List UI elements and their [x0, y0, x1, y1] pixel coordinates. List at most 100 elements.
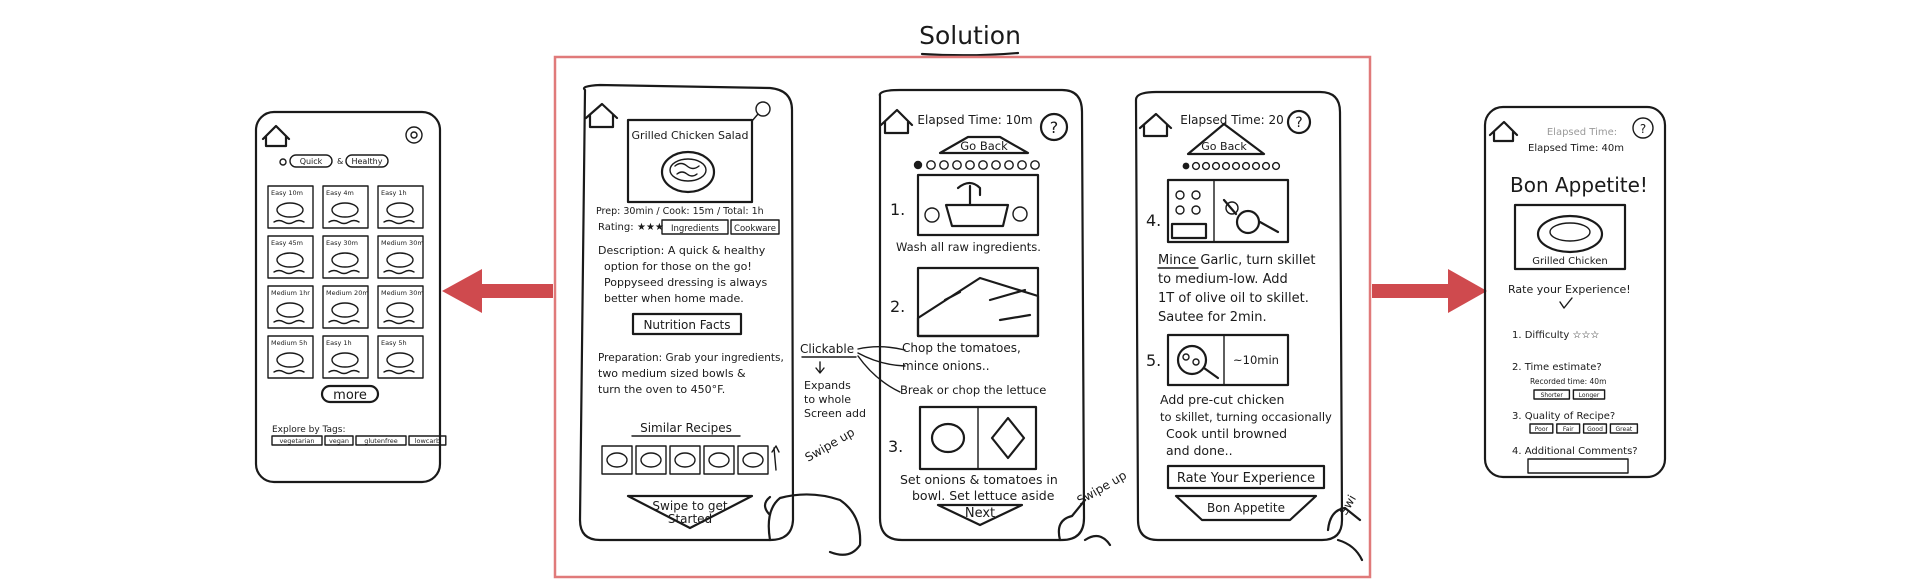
similar-recipes-title: Similar Recipes [640, 421, 732, 435]
search-icon[interactable] [751, 101, 771, 122]
home-icon[interactable] [879, 108, 914, 135]
recipe-card[interactable]: Medium 30m [377, 235, 424, 279]
recipe-card[interactable]: Easy 30m [322, 235, 369, 279]
recipe-card[interactable]: Medium 1hr [267, 285, 314, 329]
home-icon[interactable] [261, 124, 291, 148]
go-back-button[interactable] [1186, 122, 1266, 156]
answer-option[interactable]: Poor [1529, 423, 1554, 434]
explore-tag-chip[interactable]: glutenfree [355, 435, 407, 446]
progress-dot [952, 160, 962, 170]
next-button[interactable] [936, 503, 1024, 527]
svg-text:?: ? [1640, 122, 1646, 136]
scroll-arrow-icon [771, 445, 780, 471]
recipe-card[interactable]: Easy 1h [322, 335, 369, 379]
answer-option[interactable]: Fair [1556, 423, 1581, 434]
phone-steps-1: Elapsed Time: 10m ? Go Back 1. Wash all … [878, 88, 1112, 547]
explore-tag-label: vegan [329, 437, 349, 445]
rate-experience-button[interactable] [1166, 464, 1326, 490]
dish-icon [276, 252, 304, 268]
description-line: better when home made. [604, 292, 744, 305]
clickable-note-line: Screen add [804, 407, 866, 420]
recipe-card[interactable]: Medium 20m [322, 285, 369, 329]
explore-tag-chip[interactable]: vegetarian [271, 435, 323, 446]
answer-option[interactable]: Shorter [1533, 389, 1571, 400]
progress-dot [1271, 161, 1281, 171]
similar-recipe-thumb[interactable] [669, 445, 701, 475]
bowl-icon [930, 422, 966, 454]
recipe-card[interactable]: Medium 30m [377, 285, 424, 329]
swipe-to-start-chevron[interactable] [626, 494, 754, 530]
step2-line: Break or chop the lettuce [900, 383, 1046, 397]
home-icon[interactable] [1488, 120, 1519, 143]
answer-option[interactable]: Great [1609, 423, 1639, 434]
clickable-arrows [857, 346, 906, 393]
step4-line: Mince Garlic, turn skillet [1158, 253, 1315, 268]
explore-tag-chip[interactable]: vegan [324, 435, 354, 446]
search-icon[interactable] [279, 158, 287, 166]
answer-option-label: Poor [1535, 426, 1549, 433]
recipe-card[interactable]: Easy 1h [377, 185, 424, 229]
stove-icon [1170, 222, 1208, 240]
ingredients-button[interactable] [661, 219, 729, 235]
description-line: Description: A quick & healthy [598, 244, 766, 257]
help-icon[interactable]: ? [1286, 109, 1312, 135]
similar-recipe-thumb[interactable] [601, 445, 633, 475]
help-icon[interactable]: ? [1039, 112, 1069, 142]
tag-chip-healthy[interactable] [345, 154, 389, 168]
recipe-card[interactable]: Medium 5h [267, 335, 314, 379]
rate-prompt: Rate your Experience! [1508, 283, 1631, 296]
go-back-button[interactable] [938, 135, 1030, 155]
svg-text:?: ? [1050, 118, 1059, 137]
step5-illustration [1166, 333, 1290, 387]
progress-dot [1201, 161, 1211, 171]
cookware-button[interactable] [730, 219, 780, 235]
recipe-card[interactable]: Easy 5h [377, 335, 424, 379]
preparation-line: Preparation: Grab your ingredients, [598, 352, 784, 364]
bon-appetite-label: Bon Appetite [1207, 501, 1285, 515]
comments-field[interactable] [1527, 458, 1629, 474]
progress-dots [1182, 161, 1281, 171]
tag-chip-quick[interactable] [289, 154, 333, 168]
swipe-cta-line: Swipe to get [652, 499, 727, 513]
skillet-icon [1235, 209, 1261, 235]
question-comments: 4. Additional Comments? [1512, 446, 1638, 457]
progress-dot [1030, 160, 1040, 170]
cookware-button-label: Cookware [734, 224, 776, 234]
similar-recipe-thumb[interactable] [635, 445, 667, 475]
bon-appetite-button[interactable] [1174, 494, 1318, 522]
answer-option[interactable]: Longer [1572, 389, 1606, 400]
home-icon[interactable] [584, 102, 619, 129]
answer-option-label: Shorter [1541, 392, 1564, 399]
similar-recipe-thumb[interactable] [703, 445, 735, 475]
recipe-card-label: Medium 5h [271, 339, 307, 347]
explore-title: Explore by Tags: [272, 425, 346, 435]
similar-recipe-thumb[interactable] [737, 445, 769, 475]
recipe-card[interactable]: Easy 4m [322, 185, 369, 229]
bon-appetite-heading: Bon Appetite! [1510, 173, 1648, 197]
dish-icon [331, 202, 359, 218]
solution-frame [553, 55, 1372, 579]
more-button[interactable] [320, 384, 380, 404]
recipe-card[interactable]: Easy 10m [267, 185, 314, 229]
ingredients-button-label: Ingredients [671, 224, 720, 234]
step4-line: Sautee for 2min. [1158, 310, 1267, 325]
recipe-card-label: Easy 1h [381, 189, 407, 197]
question-quality: 3. Quality of Recipe? [1512, 411, 1615, 422]
gear-icon[interactable] [405, 126, 423, 144]
dish-icon [331, 352, 359, 368]
recipe-card-label: Medium 1hr [271, 289, 310, 297]
step5-line: Cook until browned [1166, 426, 1287, 441]
more-button-label: more [333, 388, 367, 403]
hand-gesture-icon [1326, 506, 1364, 562]
explore-tag-chip[interactable]: lowcarb [408, 435, 447, 446]
recipe-card-label: Easy 30m [326, 239, 358, 247]
help-icon[interactable]: ? [1632, 117, 1654, 139]
answer-option-label: Good [1587, 426, 1603, 433]
answer-option[interactable]: Good [1582, 423, 1608, 434]
home-icon[interactable] [1138, 112, 1173, 138]
go-back-label: Go Back [960, 139, 1008, 153]
nutrition-facts-button[interactable] [631, 312, 743, 336]
recipe-card[interactable]: Easy 45m [267, 235, 314, 279]
